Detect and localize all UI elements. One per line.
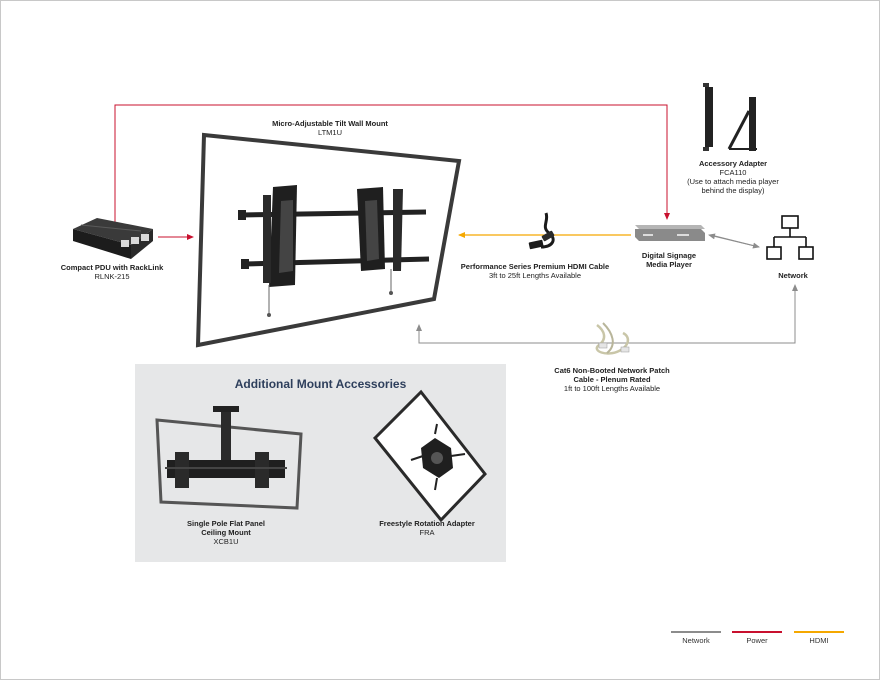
legend-power: Power xyxy=(732,631,782,645)
cat6-cable-detail: 1ft to 100ft Lengths Available xyxy=(563,384,661,393)
power-line-pdu-to-player xyxy=(114,104,670,223)
rotation-adapter-name: Freestyle Rotation Adapter xyxy=(379,519,475,528)
hdmi-cable-name: Performance Series Premium HDMI Cable xyxy=(460,262,610,271)
hdmi-cable-image xyxy=(528,212,555,250)
ceiling-mount-name-2: Ceiling Mount xyxy=(201,528,251,537)
network-label: Network xyxy=(763,271,823,280)
ceiling-mount-name-1: Single Pole Flat Panel xyxy=(187,519,265,528)
network-name: Network xyxy=(778,271,808,280)
legend-network: Network xyxy=(671,631,721,645)
wall-mount-label: Micro-Adjustable Tilt Wall Mount LTM1U xyxy=(245,119,415,137)
wall-mount-name: Micro-Adjustable Tilt Wall Mount xyxy=(272,119,388,128)
wall-mount-model: LTM1U xyxy=(317,128,343,137)
pdu-model: RLNK-215 xyxy=(94,272,130,281)
wall-mount-image xyxy=(238,185,430,317)
legend-power-label: Power xyxy=(746,636,768,645)
legend-network-label: Network xyxy=(682,636,710,645)
accessory-adapter-model: FCA110 xyxy=(719,168,747,177)
legend-hdmi: HDMI xyxy=(794,631,844,645)
media-player-name-2: Media Player xyxy=(646,260,692,269)
hdmi-cable-detail: 3ft to 25ft Lengths Available xyxy=(488,271,581,280)
ceiling-mount-image xyxy=(155,406,303,510)
media-player-label: Digital Signage Media Player xyxy=(629,251,709,269)
rotation-adapter-image xyxy=(372,389,487,523)
legend-network-swatch xyxy=(671,631,721,633)
cat6-cable-label: Cat6 Non-Booted Network Patch Cable - Pl… xyxy=(531,366,693,393)
pdu-label: Compact PDU with RackLink RLNK-215 xyxy=(45,263,179,281)
accessory-adapter-note-1: (Use to attach media player xyxy=(687,177,779,186)
accessory-adapter-image xyxy=(703,83,757,151)
accessory-adapter-note-2: behind the display) xyxy=(701,186,765,195)
media-player-name-1: Digital Signage xyxy=(641,251,697,260)
cat6-cable-name-1: Cat6 Non-Booted Network Patch xyxy=(554,366,670,375)
legend-hdmi-swatch xyxy=(794,631,844,633)
accessories-title: Additional Mount Accessories xyxy=(234,377,407,391)
media-player-image xyxy=(635,225,705,241)
cat6-cable-image xyxy=(595,322,630,355)
rotation-adapter-label: Freestyle Rotation Adapter FRA xyxy=(367,519,487,537)
legend-hdmi-label: HDMI xyxy=(809,636,829,645)
ceiling-mount-label: Single Pole Flat Panel Ceiling Mount XCB… xyxy=(171,519,281,546)
network-line-network-to-display xyxy=(416,287,796,344)
pdu-name: Compact PDU with RackLink xyxy=(60,263,164,272)
accessories-graphics xyxy=(155,389,487,523)
pdu-image xyxy=(73,218,153,259)
network-topology-icon xyxy=(766,215,814,260)
legend-power-swatch xyxy=(732,631,782,633)
accessory-adapter-label: Accessory Adapter FCA110 (Use to attach … xyxy=(673,159,793,195)
accessories-panel: Additional Mount Accessories xyxy=(135,364,506,562)
ceiling-mount-model: XCB1U xyxy=(213,537,239,546)
rotation-adapter-model: FRA xyxy=(419,528,435,537)
hdmi-cable-label: Performance Series Premium HDMI Cable 3f… xyxy=(447,262,623,280)
accessory-adapter-name: Accessory Adapter xyxy=(698,159,768,168)
cat6-cable-name-2: Cable - Plenum Rated xyxy=(573,375,651,384)
network-line-network-to-player xyxy=(708,233,760,248)
display-frame xyxy=(195,132,462,348)
